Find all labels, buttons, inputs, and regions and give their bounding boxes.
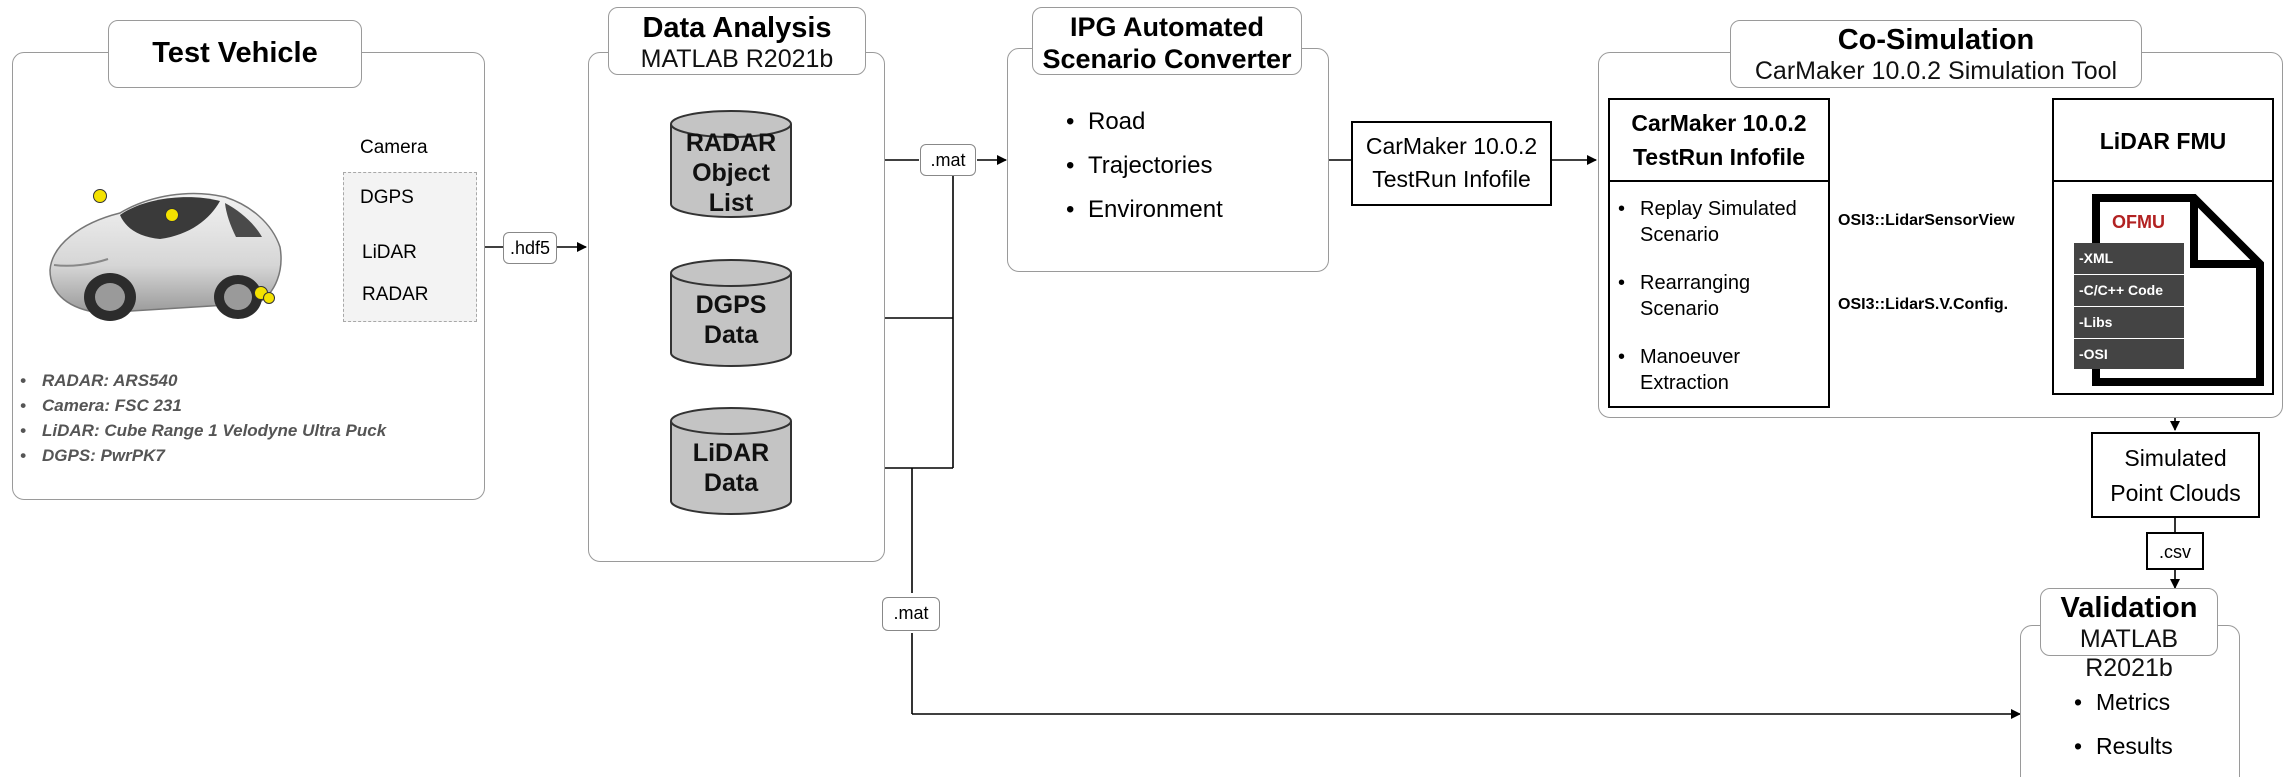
cylinder-dgps bbox=[670, 259, 792, 367]
carmaker-bullet: Replay Simulated Scenario bbox=[1616, 196, 1828, 248]
cylinder-radar-line: RADAR bbox=[685, 129, 777, 157]
cylinder-radar-line: Object bbox=[692, 159, 770, 187]
ipg-bullet: Road bbox=[1064, 100, 1223, 144]
cylinder-lidar-line: LiDAR bbox=[692, 439, 770, 467]
data-analysis-subtitle: MATLAB R2021b bbox=[640, 45, 834, 74]
car-image bbox=[49, 192, 282, 321]
spec-item: LiDAR: Cube Range 1 Velodyne Ultra Puck bbox=[18, 418, 478, 443]
validation-subtitle: MATLAB R2021b bbox=[2079, 625, 2179, 683]
cylinder-radar bbox=[670, 110, 792, 218]
sensor-label-radar: RADAR bbox=[362, 284, 429, 305]
validation-bullet-list: Metrics Results bbox=[2072, 680, 2173, 768]
cylinder-dgps-line: DGPS bbox=[695, 291, 767, 319]
sensor-dot-dgps bbox=[93, 189, 107, 203]
carmaker-bullet: Rearranging Scenario bbox=[1616, 270, 1828, 322]
ipg-bullet: Trajectories bbox=[1064, 144, 1223, 188]
simulated-line: Point Clouds bbox=[2110, 480, 2241, 506]
sensor-label-dgps: DGPS bbox=[360, 187, 414, 208]
carmaker-header-line: TestRun Infofile bbox=[1632, 144, 1806, 170]
sensor-label-camera: Camera bbox=[360, 137, 428, 158]
ipg-bullet-list: Road Trajectories Environment bbox=[1064, 100, 1223, 232]
test-vehicle-title: Test Vehicle bbox=[152, 37, 318, 70]
simulated-point-clouds-box: Simulated Point Clouds bbox=[2091, 432, 2260, 518]
testrun-infofile-box: CarMaker 10.0.2 TestRun Infofile bbox=[1351, 121, 1552, 206]
carmaker-bullet: Manoeuver Extraction bbox=[1616, 344, 1828, 396]
cylinder-lidar bbox=[670, 407, 792, 515]
tag-mat-top: .mat bbox=[920, 144, 976, 176]
testrun-line: TestRun Infofile bbox=[1372, 166, 1531, 192]
ipg-title-box: IPG Automated Scenario Converter bbox=[1032, 7, 1302, 75]
ofmu-row: -Libs bbox=[2074, 307, 2184, 339]
lidar-fmu-header: LiDAR FMU bbox=[2054, 100, 2272, 182]
tag-mat-bottom: .mat bbox=[882, 597, 940, 631]
cylinder-radar-label: RADAR Object List bbox=[668, 128, 794, 218]
cylinder-dgps-line: Data bbox=[703, 321, 759, 349]
cylinder-dgps-label: DGPS Data bbox=[668, 290, 794, 350]
ipg-title-line: IPG Automated bbox=[1069, 12, 1264, 42]
sensor-dot-camera bbox=[165, 208, 179, 222]
ofmu-row: -OSI bbox=[2079, 346, 2108, 362]
spec-item: DGPS: PwrPK7 bbox=[18, 443, 478, 468]
cosim-title: Co-Simulation bbox=[1837, 24, 2035, 56]
validation-title: Validation bbox=[2060, 592, 2198, 624]
carmaker-infofile-header: CarMaker 10.0.2 TestRun Infofile bbox=[1610, 100, 1828, 182]
validation-bullet: Results bbox=[2072, 724, 2173, 768]
sensor-specs-list: RADAR: ARS540 Camera: FSC 231 LiDAR: Cub… bbox=[18, 368, 478, 468]
cosim-title-box: Co-Simulation CarMaker 10.0.2 Simulation… bbox=[1730, 20, 2142, 88]
cosim-subtitle: CarMaker 10.0.2 Simulation Tool bbox=[1754, 57, 2118, 86]
carmaker-bullet-list: Replay Simulated Scenario Rearranging Sc… bbox=[1616, 196, 1828, 396]
ofmu-row: -XML bbox=[2074, 243, 2184, 275]
sensor-label-lidar: LiDAR bbox=[362, 242, 417, 263]
carmaker-header-line: CarMaker 10.0.2 bbox=[1631, 110, 1807, 136]
tag-csv: .csv bbox=[2146, 532, 2204, 570]
cylinder-lidar-label: LiDAR Data bbox=[668, 438, 794, 498]
osi-sensor-view-label: OSI3::LidarSensorView bbox=[1838, 212, 2015, 229]
ipg-title-line: Scenario Converter bbox=[1042, 44, 1292, 75]
ofmu-label: OFMU bbox=[2112, 212, 2165, 232]
ofmu-file-list: -XML -C/C++ Code -Libs -OSI bbox=[2074, 243, 2184, 369]
ofmu-row: -C/C++ Code bbox=[2074, 275, 2184, 307]
cylinder-radar-line: List bbox=[708, 189, 754, 217]
tag-hdf5: .hdf5 bbox=[503, 232, 557, 264]
validation-title-box: Validation MATLAB R2021b bbox=[2040, 588, 2218, 682]
validation-bullet: Metrics bbox=[2072, 680, 2173, 724]
simulated-line: Simulated bbox=[2124, 445, 2227, 471]
ipg-bullet: Environment bbox=[1064, 188, 1223, 232]
lidar-fmu-title: LiDAR FMU bbox=[2099, 128, 2227, 154]
test-vehicle-title-box: Test Vehicle bbox=[108, 20, 362, 88]
spec-item: Camera: FSC 231 bbox=[18, 393, 478, 418]
data-analysis-title-box: Data Analysis MATLAB R2021b bbox=[608, 7, 866, 75]
sensor-dot-radar bbox=[263, 292, 275, 304]
sensor-group-box bbox=[343, 172, 477, 322]
data-analysis-title: Data Analysis bbox=[642, 12, 832, 44]
cylinder-lidar-line: Data bbox=[703, 469, 759, 497]
osi-config-label: OSI3::LidarS.V.Config. bbox=[1838, 296, 2009, 313]
spec-item: RADAR: ARS540 bbox=[18, 368, 478, 393]
testrun-line: CarMaker 10.0.2 bbox=[1365, 133, 1538, 159]
